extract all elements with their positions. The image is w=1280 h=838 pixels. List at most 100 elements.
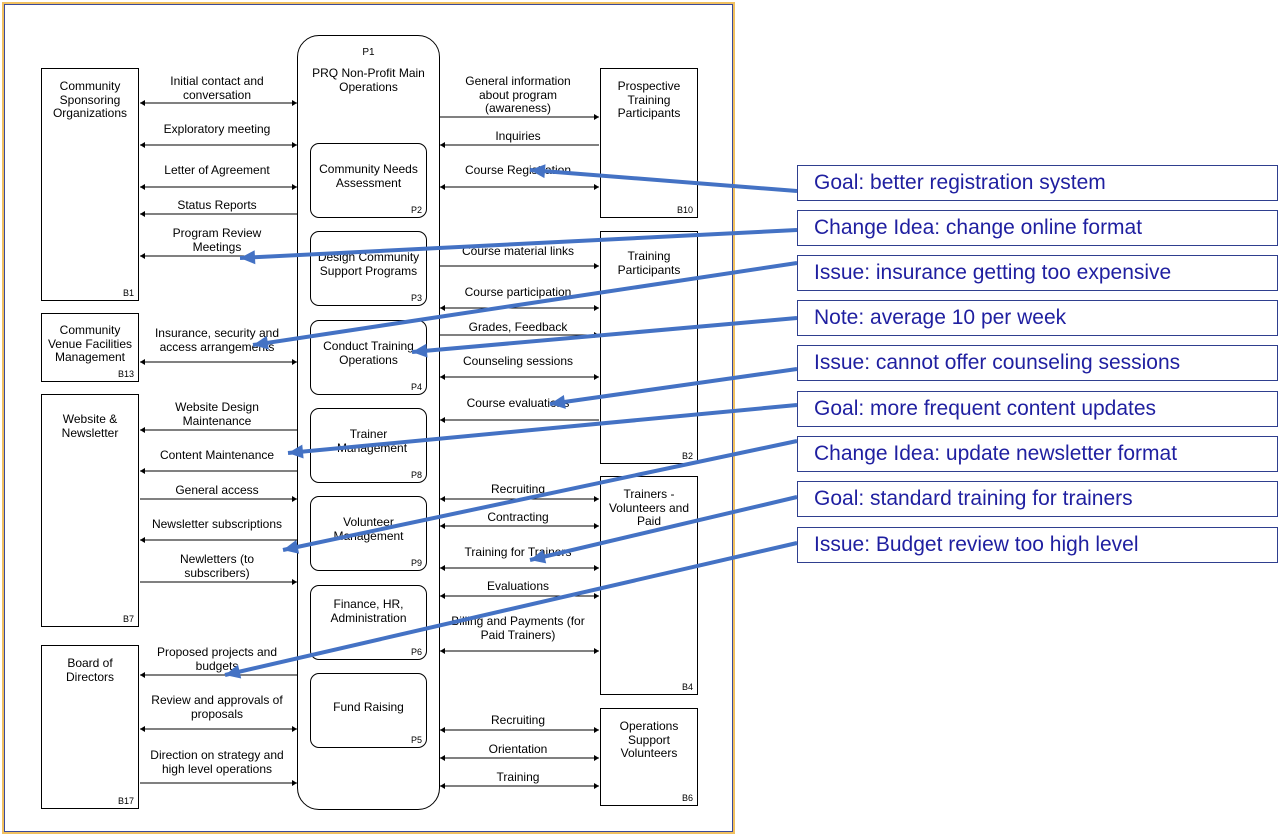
entity-code: B10 xyxy=(676,205,693,215)
flow-label: Counseling sessions xyxy=(462,354,574,368)
flow-label: Newsletter subscriptions xyxy=(151,517,283,531)
pointer-head xyxy=(240,250,256,265)
process-label: Design Community Support Programs xyxy=(317,250,420,278)
process-code: P3 xyxy=(410,293,422,303)
entity-code: B7 xyxy=(122,614,134,624)
flow-label: Course evaluations xyxy=(466,396,570,410)
arrow-head xyxy=(140,100,145,106)
arrow-head xyxy=(440,142,445,148)
arrow-head xyxy=(440,755,445,761)
pointer-line xyxy=(529,495,798,562)
pointer-head xyxy=(283,540,300,554)
flow-label: Billing and Payments (for Paid Trainers) xyxy=(451,614,585,642)
pointer-line xyxy=(529,168,798,193)
entity-code: B2 xyxy=(681,451,693,461)
diagram-frame xyxy=(2,2,735,834)
arrow-head xyxy=(292,579,297,585)
flow-label: Recruiting xyxy=(490,713,546,727)
arrow-head xyxy=(140,537,145,543)
arrow-head xyxy=(440,593,445,599)
flow-label: Inquiries xyxy=(495,129,541,143)
entity-label: Trainers - Volunteers and Paid xyxy=(608,487,690,528)
arrow-head xyxy=(440,305,445,311)
process-code: P2 xyxy=(410,205,422,215)
pointer-line xyxy=(252,261,798,347)
arrow-head xyxy=(594,755,599,761)
pointer-line xyxy=(239,228,798,260)
annotation-note: Issue: insurance getting too expensive xyxy=(797,255,1278,291)
flow-label: Grades, Feedback xyxy=(468,320,568,334)
arrow-head xyxy=(594,305,599,311)
flow-label: Orientation xyxy=(488,742,548,756)
flow-label: Course participation xyxy=(464,285,572,299)
flow-label: Review and approvals of proposals xyxy=(151,693,283,721)
arrow-head xyxy=(440,783,445,789)
pointer-head xyxy=(288,444,304,459)
flow-label: Course material links xyxy=(461,244,575,258)
pointer-head xyxy=(253,335,269,350)
process-label: Finance, HR, Administration xyxy=(330,597,407,625)
annotation-note: Change Idea: update newsletter format xyxy=(797,436,1278,472)
pointer-head xyxy=(530,164,546,179)
arrow-head xyxy=(440,496,445,502)
annotation-note: Note: average 10 per week xyxy=(797,300,1278,336)
annotation-note: Change Idea: change online format xyxy=(797,210,1278,246)
arrow-head xyxy=(440,565,445,571)
arrow-head xyxy=(594,184,599,190)
arrow-head xyxy=(140,142,145,148)
process-code: P8 xyxy=(410,470,422,480)
process-code: P9 xyxy=(410,558,422,568)
arrow-head xyxy=(594,523,599,529)
entity-label: Community Sponsoring Organizations xyxy=(52,79,128,120)
flow-label: Program Review Meetings xyxy=(172,226,262,254)
entity-b6: Operations Support Volunteers B6 xyxy=(600,708,698,806)
arrow-head xyxy=(440,417,445,423)
arrow-head xyxy=(594,114,599,120)
entity-label: Board of Directors xyxy=(65,656,114,684)
flow-label: Status Reports xyxy=(177,198,257,212)
arrow-head xyxy=(140,184,145,190)
arrow-head xyxy=(292,184,297,190)
arrow-head xyxy=(292,359,297,365)
process-code: P5 xyxy=(410,735,422,745)
process-code: P4 xyxy=(410,382,422,392)
main-process-code: P1 xyxy=(362,47,375,58)
arrow-head xyxy=(140,211,145,217)
entity-code: B6 xyxy=(681,793,693,803)
flow-label: Website Design Maintenance xyxy=(175,400,259,428)
arrow-head xyxy=(594,565,599,571)
entity-code: B1 xyxy=(122,288,134,298)
entity-b7: Website & Newsletter B7 xyxy=(41,394,139,627)
entity-code: B17 xyxy=(117,796,134,806)
arrow-head xyxy=(140,359,145,365)
arrow-head xyxy=(140,672,145,678)
arrow-head xyxy=(140,427,145,433)
flow-label: Content Maintenance xyxy=(159,448,275,462)
process-p6: Finance, HR, Administration P6 xyxy=(310,585,427,660)
flow-label: Letter of Agreement xyxy=(164,163,270,177)
arrow-head xyxy=(440,184,445,190)
flow-label: General access xyxy=(175,483,259,497)
entity-b17: Board of Directors B17 xyxy=(41,645,139,809)
arrow-head xyxy=(440,374,445,380)
arrow-head xyxy=(594,727,599,733)
pointer-line xyxy=(224,541,798,677)
entity-code: B13 xyxy=(117,369,134,379)
arrow-head xyxy=(292,780,297,786)
flow-label: Contracting xyxy=(487,510,549,524)
entity-code: B4 xyxy=(681,682,693,692)
process-label: Volunteer Management xyxy=(333,515,404,543)
flow-label: Evaluations xyxy=(486,579,550,593)
annotation-note: Goal: better registration system xyxy=(797,165,1278,201)
arrow-head xyxy=(292,726,297,732)
entity-label: Prospective Training Participants xyxy=(617,79,681,120)
pointer-head xyxy=(412,343,428,358)
arrow-head xyxy=(140,253,145,259)
flow-label: Exploratory meeting xyxy=(163,122,271,136)
entity-label: Operations Support Volunteers xyxy=(619,719,679,760)
process-label: Conduct Training Operations xyxy=(323,339,414,367)
pointer-head xyxy=(550,394,566,409)
pointer-head xyxy=(530,549,547,564)
arrow-head xyxy=(292,496,297,502)
